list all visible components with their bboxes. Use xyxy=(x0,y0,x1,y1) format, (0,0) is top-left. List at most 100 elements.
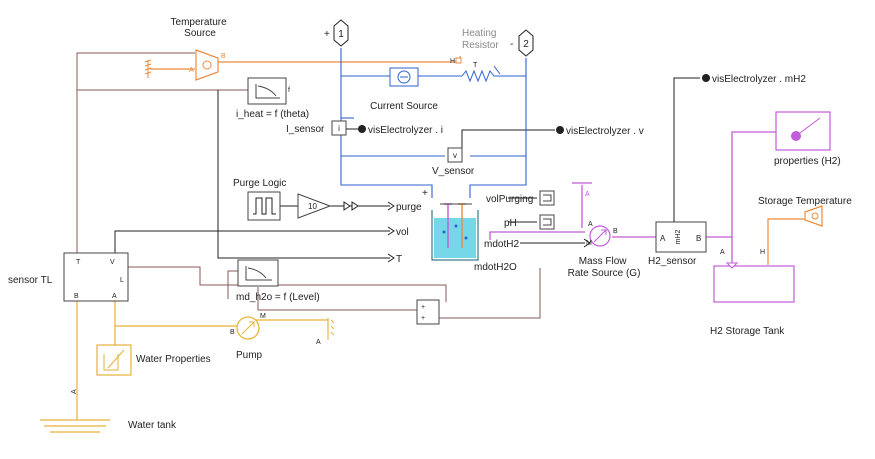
vis-mh2-label: visElectrolyzer . mH2 xyxy=(712,74,806,85)
elec-minus-rail xyxy=(469,58,527,198)
ph-scope-mark xyxy=(543,218,552,226)
goto-vol[interactable]: vol xyxy=(387,226,409,238)
sum-port-2: + xyxy=(421,315,425,322)
mf-label-line2: Rate Source (G) xyxy=(568,268,641,279)
connection-port-2[interactable]: 2 - xyxy=(510,29,534,57)
gas-stack-to-mf xyxy=(489,231,585,240)
temperature-source-shape xyxy=(195,49,219,81)
pump-block[interactable]: B M A Pump xyxy=(230,313,335,361)
stack-vessel xyxy=(431,210,479,261)
mdoth2o-label: mdotH2O xyxy=(474,262,517,273)
md-h2o-function-block[interactable]: md_h2o = f (Level) xyxy=(236,259,320,303)
connection-port-1[interactable]: 1 + xyxy=(324,19,349,47)
heating-resistor-block[interactable]: Heating Resistor H T xyxy=(450,28,501,83)
i-heat-box xyxy=(247,77,287,105)
water-tank-block[interactable]: A Water tank xyxy=(40,389,177,433)
tl-sensor-a xyxy=(114,280,238,327)
storage-temp-shape xyxy=(804,205,823,227)
tl-link-lines xyxy=(76,52,541,319)
stack-water-fill xyxy=(434,218,476,258)
arrow-gain-out xyxy=(343,201,359,211)
md-h2o-curve xyxy=(245,266,272,281)
water-properties-block[interactable]: Water Properties xyxy=(96,344,211,376)
bubble-3 xyxy=(454,224,458,228)
line-l-to-sum xyxy=(128,266,447,302)
h2-storage-tank-block[interactable]: A H H2 Storage Tank xyxy=(710,249,795,337)
pump-inlet-hatch xyxy=(327,318,335,340)
line-top-loop xyxy=(76,52,195,253)
output-ph[interactable]: pH xyxy=(504,214,555,230)
stack-plus-label: + xyxy=(422,188,428,199)
gain-block[interactable]: 10 xyxy=(297,193,332,219)
mf-port-m: M xyxy=(586,240,592,247)
vis-v-dot xyxy=(556,126,564,134)
purge-logic-block[interactable]: Purge Logic xyxy=(233,178,286,221)
i-sensor-block[interactable]: i I_sensor visElectrolyzer . i xyxy=(286,120,443,136)
conn-1-shape xyxy=(333,19,349,47)
sensor-tl-label: sensor TL xyxy=(8,275,53,286)
output-volpurging[interactable]: volPurging xyxy=(486,190,555,206)
sensor-tl-block[interactable]: T V L B A sensor TL xyxy=(8,252,129,302)
mdoth2-arrow xyxy=(583,238,591,248)
pump-label: Pump xyxy=(236,350,263,361)
goto-purge-arrow xyxy=(387,201,395,211)
v-sensor-box xyxy=(447,147,463,163)
pulse-wave xyxy=(253,197,276,215)
heating-resistor-label: Heating Resistor xyxy=(462,28,499,51)
h2-sensor-block[interactable]: A B mH2 H2_sensor visElectrolyzer . mH2 xyxy=(648,74,806,267)
properties-h2-label: properties (H2) xyxy=(774,156,841,167)
bubble-1 xyxy=(442,230,446,234)
sensor-tl-port-v: V xyxy=(110,259,115,266)
electrolyzer-stack[interactable]: + xyxy=(422,188,479,261)
sum-block[interactable]: + + xyxy=(416,299,440,325)
vis-i-label: visElectrolyzer . i xyxy=(368,125,443,136)
st-port-a: A xyxy=(720,249,725,256)
line-mh2 xyxy=(673,77,700,224)
h2s-inner-label: mH2 xyxy=(675,230,682,245)
v-sensor-block[interactable]: v V_sensor visElectrolyzer . v xyxy=(432,126,644,177)
mf-label-line1: Mass Flow xyxy=(579,256,628,267)
properties-h2-block[interactable]: properties (H2) xyxy=(774,111,841,167)
heating-resistor-label-line1: Heating xyxy=(462,28,496,39)
vis-mh2-dot xyxy=(702,74,710,82)
sensor-tl-port-l: L xyxy=(120,277,124,284)
mf-top-port-a: A xyxy=(585,191,590,198)
i-sensor-box xyxy=(331,120,347,136)
storage-temp-circle xyxy=(811,212,819,220)
gas-lines xyxy=(489,131,776,265)
mdoth2-label: mdotH2 xyxy=(484,239,519,250)
vis-i-dot xyxy=(358,125,366,133)
temperature-source-block[interactable]: Temperature Source A B xyxy=(144,17,229,81)
sensor-tl-box xyxy=(63,252,129,302)
sensor-tl-port-b: B xyxy=(74,293,79,300)
current-source-symbol xyxy=(397,70,411,84)
resistor-zigzag xyxy=(461,69,498,83)
v-sensor-symbol: v xyxy=(453,151,457,160)
mass-flow-source-block[interactable]: A A M B Mass Flow Rate Source (G) xyxy=(568,182,641,279)
goto-vol-label: vol xyxy=(396,227,409,238)
pump-port-a: A xyxy=(316,339,321,346)
goto-T[interactable]: T xyxy=(387,253,402,265)
vol-purging-scope xyxy=(539,190,555,206)
vol-purging-scope-mark xyxy=(543,194,552,202)
water-tank-label: Water tank xyxy=(128,420,177,431)
storage-temperature-block[interactable]: Storage Temperature xyxy=(758,196,852,227)
i-heat-curve xyxy=(255,84,280,99)
minus-top-label: - xyxy=(510,39,513,50)
temperature-source-label-line2: Source xyxy=(184,28,216,39)
mf-label: Mass Flow Rate Source (G) xyxy=(568,256,641,279)
goto-purge[interactable]: purge xyxy=(387,201,422,213)
gas-h2s-to-tank xyxy=(706,236,733,265)
signal-lines xyxy=(114,77,700,259)
mf-port-a: A xyxy=(588,221,593,228)
h2-tank-box xyxy=(713,265,795,303)
current-source-block[interactable]: Current Source xyxy=(370,67,438,112)
purge-logic-label: Purge Logic xyxy=(233,178,286,189)
i-heat-function-block[interactable]: f i_heat = f (theta) xyxy=(236,77,309,120)
water-properties-label: Water Properties xyxy=(136,354,211,365)
ground-hatch-left xyxy=(144,59,152,78)
hr-port-h-label: H xyxy=(450,58,455,65)
md-h2o-box xyxy=(237,259,279,287)
heating-resistor-label-line2: Resistor xyxy=(462,40,499,51)
